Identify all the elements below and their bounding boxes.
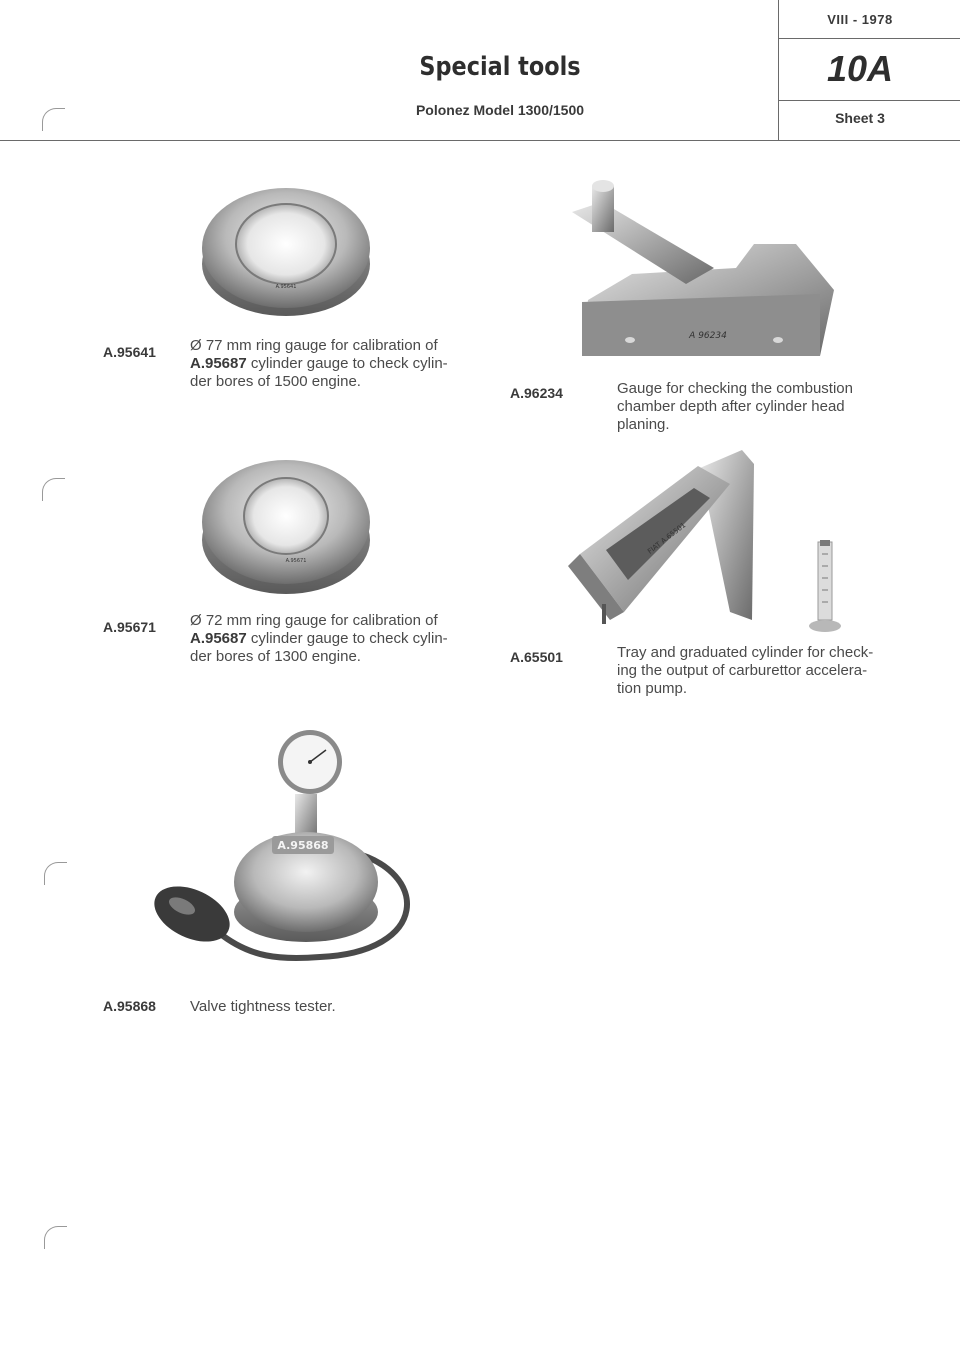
page-subtitle: Polonez Model 1300/1500 bbox=[415, 102, 585, 118]
section-code: 10A bbox=[826, 48, 894, 89]
tool-code: A.95868 bbox=[103, 998, 156, 1014]
tool-description: Gauge for checking the combustion chambe… bbox=[617, 380, 917, 434]
ring-gauge-77mm-image: A.95641 bbox=[202, 188, 370, 316]
description-line: ing the output of carburettor accelera- bbox=[617, 662, 868, 679]
description-line: der bores of 1500 engine. bbox=[190, 373, 361, 390]
tool-code: A.96234 bbox=[510, 385, 563, 401]
engraved-label: A.95671 bbox=[286, 558, 307, 564]
description-line: A.95687 cylinder gauge to check cylin- bbox=[190, 355, 448, 372]
description-line: tion pump. bbox=[617, 680, 688, 697]
tool-description: Valve tightness tester. bbox=[190, 998, 500, 1016]
valve-tightness-tester-image: A.95868 bbox=[154, 730, 410, 962]
description-line: Ø 77 mm ring gauge for calibration of bbox=[190, 337, 438, 354]
binder-hole-mark bbox=[44, 1226, 67, 1249]
reference-code: A.95687 bbox=[190, 355, 247, 372]
description-line: Gauge for checking the combustion bbox=[617, 380, 853, 397]
description-line: der bores of 1300 engine. bbox=[190, 648, 361, 665]
tool-description: Tray and graduated cylinder for check- i… bbox=[617, 644, 917, 698]
tool-code: A.65501 bbox=[510, 649, 563, 665]
binder-hole-mark bbox=[42, 478, 65, 501]
tool-description: Ø 77 mm ring gauge for calibration of A.… bbox=[190, 337, 500, 391]
header-box-divider bbox=[778, 100, 960, 101]
combustion-chamber-gauge-image: A 96234 bbox=[572, 180, 834, 356]
tool-code: A.95671 bbox=[103, 619, 156, 635]
description-line: chamber depth after cylinder head bbox=[617, 398, 845, 415]
sheet-number: Sheet 3 bbox=[835, 110, 885, 126]
description-line: A.95687 cylinder gauge to check cylin- bbox=[190, 630, 448, 647]
reference-code: A.95687 bbox=[190, 630, 247, 647]
tool-code: A.95641 bbox=[103, 344, 156, 360]
engraved-label: A.95641 bbox=[276, 284, 297, 290]
page-title: Special tools bbox=[419, 52, 581, 82]
header-box-divider bbox=[778, 38, 960, 39]
header-divider bbox=[0, 140, 960, 141]
revision-date: VIII - 1978 bbox=[827, 12, 893, 27]
description-line: planing. bbox=[617, 416, 670, 433]
description-line: Ø 72 mm ring gauge for calibration of bbox=[190, 612, 438, 629]
tray-and-graduated-cylinder-image: FIAT A.65501 bbox=[568, 450, 841, 632]
description-line: Tray and graduated cylinder for check- bbox=[617, 644, 874, 661]
header-box-border bbox=[778, 0, 779, 140]
engraved-label: A 96234 bbox=[688, 331, 727, 341]
binder-hole-mark bbox=[44, 862, 67, 885]
description-line: Valve tightness tester. bbox=[190, 998, 336, 1015]
tool-description: Ø 72 mm ring gauge for calibration of A.… bbox=[190, 612, 500, 666]
ring-gauge-72mm-image: A.95671 bbox=[202, 460, 370, 594]
binder-hole-mark bbox=[42, 108, 65, 131]
engraved-label: A.95868 bbox=[277, 839, 328, 852]
